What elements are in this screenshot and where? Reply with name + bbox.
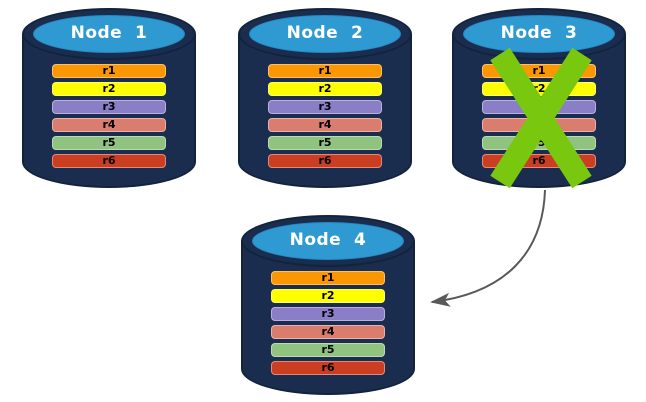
record-r3: r3 (268, 100, 382, 114)
node-2-cylinder-rim: Node 2 (238, 8, 412, 60)
node-1: Node 1 r1 r2 r3 r4 r5 r6 (22, 8, 196, 188)
node-3-cylinder-top-face: Node 3 (463, 15, 615, 53)
record-r6: r6 (52, 154, 166, 168)
node-2-record-list: r1 r2 r3 r4 r5 r6 (238, 64, 412, 172)
node-2-cylinder-top-face: Node 2 (249, 15, 401, 53)
node-2-title: Node 2 (286, 23, 364, 43)
record-r2: r2 (268, 82, 382, 96)
node-1-record-list: r1 r2 r3 r4 r5 r6 (22, 64, 196, 172)
node-4-cylinder-rim: Node 4 (241, 215, 415, 267)
record-r1: r1 (52, 64, 166, 78)
node-4-title: Node 4 (289, 230, 367, 250)
node-2: Node 2 r1 r2 r3 r4 r5 r6 (238, 8, 412, 188)
record-r4: r4 (268, 118, 382, 132)
node-3-title: Node 3 (500, 23, 578, 43)
record-r4: r4 (52, 118, 166, 132)
node-1-title: Node 1 (70, 23, 148, 43)
record-r3: r3 (52, 100, 166, 114)
record-r6: r6 (271, 361, 385, 375)
node-4-cylinder-top-face: Node 4 (252, 222, 404, 260)
record-r2: r2 (52, 82, 166, 96)
record-r5: r5 (268, 136, 382, 150)
record-r5: r5 (271, 343, 385, 357)
record-r6: r6 (268, 154, 382, 168)
record-r1: r1 (271, 271, 385, 285)
record-r3: r3 (271, 307, 385, 321)
node-3-cylinder-rim: Node 3 (452, 8, 626, 60)
node-1-cylinder-rim: Node 1 (22, 8, 196, 60)
record-r2: r2 (271, 289, 385, 303)
record-r4: r4 (271, 325, 385, 339)
failure-x-icon (490, 47, 592, 189)
record-r5: r5 (52, 136, 166, 150)
node-4: Node 4 r1 r2 r3 r4 r5 r6 (241, 215, 415, 395)
node-1-cylinder-top-face: Node 1 (33, 15, 185, 53)
node-4-record-list: r1 r2 r3 r4 r5 r6 (241, 271, 415, 379)
record-r1: r1 (268, 64, 382, 78)
